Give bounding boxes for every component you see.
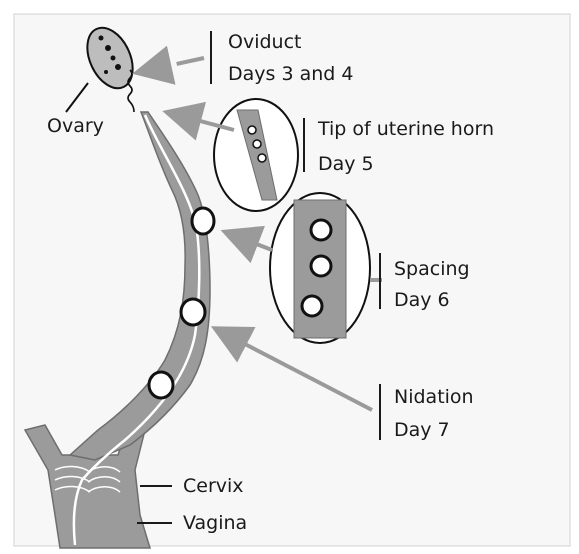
day6-label: Day 6 — [394, 289, 450, 311]
day5-label: Day 5 — [318, 153, 374, 175]
days-3-4-label: Days 3 and 4 — [228, 63, 353, 85]
ovary-label: Ovary — [47, 115, 104, 137]
oviduct-label: Oviduct — [228, 31, 301, 53]
inset-day6 — [270, 193, 370, 343]
inset-day5 — [214, 99, 298, 211]
nidation-label: Nidation — [394, 386, 474, 408]
day7-label: Day 7 — [394, 419, 450, 441]
embryo-day7-nidation — [149, 372, 173, 398]
tip-uterine-horn-label: Tip of uterine horn — [317, 118, 494, 140]
vagina-label: Vagina — [183, 512, 247, 534]
spacing-label: Spacing — [394, 258, 470, 280]
embryo-day6-middle — [181, 299, 205, 325]
embryo-day6-upper — [192, 208, 214, 234]
cervix-label: Cervix — [183, 475, 244, 497]
